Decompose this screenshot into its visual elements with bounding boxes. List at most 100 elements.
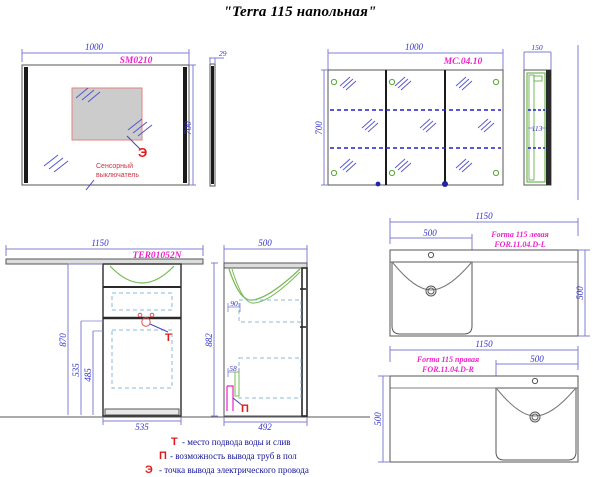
vanity-drawer-upper — [111, 292, 173, 311]
mirror-note-line1: Сенсорный — [96, 162, 133, 170]
basin-right-bowl-width-label: 500 — [530, 354, 544, 364]
basin-left-name-label: Forma 115 левая — [490, 230, 549, 239]
cabinet-shelf-label: 113 — [532, 124, 543, 133]
legend-text-0: - место подвода воды и слив — [182, 437, 291, 447]
vanity-side-basin-curve-2 — [231, 268, 301, 304]
mirror-height-label: 700 — [183, 121, 193, 135]
legend-symbol-1: П — [159, 450, 167, 462]
mirror-backlit-panel — [71, 87, 143, 141]
legend-text-2: - точка вывода электрического провода — [159, 465, 309, 475]
cabinet-hinges — [330, 78, 500, 177]
mirror-edge-right — [183, 67, 187, 183]
vanity-side-dim-width: 500 — [223, 238, 308, 263]
basin-right-bowl — [495, 387, 577, 461]
basin-left-dim-width: 1150 — [389, 211, 579, 236]
vanity-drawer-lower — [111, 329, 173, 389]
basin-right-tap-hole — [531, 377, 539, 385]
vanity-side-dim-90: 90 — [227, 299, 241, 312]
basin-left-width-label: 1150 — [475, 211, 493, 221]
basin-left-code-label: FOR.11.04.D-L — [493, 240, 545, 249]
vanity-dim-base: 535 — [102, 417, 182, 432]
view-mirror: 1000 Э Сенс — [21, 42, 227, 191]
cabinet-glass-hatch — [339, 76, 495, 173]
marker-floor-side: П — [241, 403, 249, 415]
vanity-side-depth-label: 492 — [258, 422, 272, 432]
mirror-side-profile: 29 — [209, 49, 227, 187]
basin-left-bowl-width-label: 500 — [423, 228, 437, 238]
cabinet-knob-1 — [375, 181, 381, 187]
legend: Т - место подвода воды и слив П - возмож… — [145, 436, 309, 476]
basin-left-bowl — [391, 261, 473, 335]
mirror-dim-height: 700 — [183, 64, 196, 186]
basin-right-code-label: FOR.11.04.D-R — [421, 365, 474, 374]
vanity-side-front-panel — [301, 267, 308, 417]
vanity-body — [102, 263, 182, 417]
basin-right-bowl-curve — [496, 388, 576, 417]
cabinet-dim-width: 1000 — [327, 42, 504, 72]
vanity-code-label: TER01052N — [132, 251, 182, 261]
cabinet-code-label: МС.04.10 — [443, 57, 483, 67]
mirror-leader-electric — [126, 135, 141, 150]
vanity-dim-535: 535 — [71, 320, 103, 415]
mirror-glass-hatch — [43, 87, 153, 173]
vanity-height-low-label: 485 — [83, 368, 93, 382]
basin-left-dim-depth: 500 — [575, 249, 590, 337]
vanity-height-total-label: 870 — [58, 333, 68, 347]
cabinet-dim-height: 700 — [314, 69, 328, 186]
vanity-side-pipe — [226, 385, 234, 411]
basin-right-dim-depth: 500 — [373, 375, 390, 463]
mirror-edge-left — [24, 67, 28, 183]
view-vanity-front: 1150 TER01052N Т — [0, 238, 370, 432]
mirror-note-line2: выключатель — [96, 172, 139, 179]
mirror-width-label: 1000 — [85, 42, 104, 52]
basin-right-name-label: Forma 115 правая — [416, 355, 479, 364]
basin-right-depth-label: 500 — [373, 412, 383, 426]
vanity-side-inner-top-label: 90 — [230, 299, 238, 308]
basin-left-countertop — [389, 249, 579, 337]
vanity-plinth — [104, 408, 180, 416]
vanity-side-width-label: 500 — [258, 238, 272, 248]
marker-water-front: Т — [165, 332, 172, 344]
cabinet-width-label: 1000 — [405, 42, 424, 52]
basin-left-drain-outer — [425, 285, 437, 297]
cabinet-body — [327, 69, 504, 186]
view-cabinet: 1000 МС.04.10 — [314, 42, 552, 187]
legend-text-1: - возможность вывода труб в пол — [170, 451, 297, 461]
basin-left-depth-label: 500 — [575, 286, 585, 300]
mirror-note-leader — [85, 179, 95, 191]
basin-left-bowl-curve — [392, 262, 472, 291]
legend-symbol-0: Т — [171, 436, 178, 448]
mirror-thickness-label: 29 — [219, 49, 227, 58]
legend-symbol-2: Э — [145, 464, 153, 476]
basin-right-countertop — [389, 375, 579, 463]
vanity-leader-water — [149, 323, 169, 333]
vanity-side-body — [223, 267, 308, 417]
basin-right-dim-bowl: 500 — [495, 354, 579, 376]
view-basin-right: 1150 Forma 115 правая FOR.11.04.D-R 500 — [373, 339, 579, 463]
basin-right-dim-width: 1150 — [389, 339, 579, 362]
vanity-side-dim-492: 492 — [223, 417, 308, 432]
view-basin-left: 1150 500 Forma 115 левая FOR.11.04.D-L — [389, 211, 590, 337]
basin-right-width-label: 1150 — [475, 339, 493, 349]
basin-right-drain-inner — [531, 413, 539, 421]
page-title: "Terra 115 напольная" — [223, 4, 377, 20]
mirror-code-label: SM0210 — [120, 56, 153, 66]
cabinet-side-profile: 150 113 — [523, 43, 552, 186]
cabinet-height-label: 700 — [314, 121, 324, 135]
basin-right-drain-outer — [529, 411, 541, 423]
vanity-side-height-label: 882 — [204, 333, 214, 347]
vanity-side-stub — [234, 371, 240, 397]
basin-left-dim-bowl: 500 — [389, 228, 473, 250]
vanity-side-inner-low-label: 58 — [229, 364, 237, 373]
vanity-side-dim-882: 882 — [204, 262, 218, 417]
cabinet-knob-2 — [442, 181, 448, 187]
vanity-width-label: 1150 — [91, 238, 109, 248]
vanity-side-basin-curve-1 — [228, 268, 301, 301]
basin-left-tap-hole — [427, 251, 435, 259]
vanity-height-mid-label: 535 — [71, 363, 81, 377]
vanity-side-countertop — [223, 262, 308, 269]
vanity-hole-1 — [137, 312, 143, 318]
vanity-side-drawer-upper — [238, 299, 302, 323]
